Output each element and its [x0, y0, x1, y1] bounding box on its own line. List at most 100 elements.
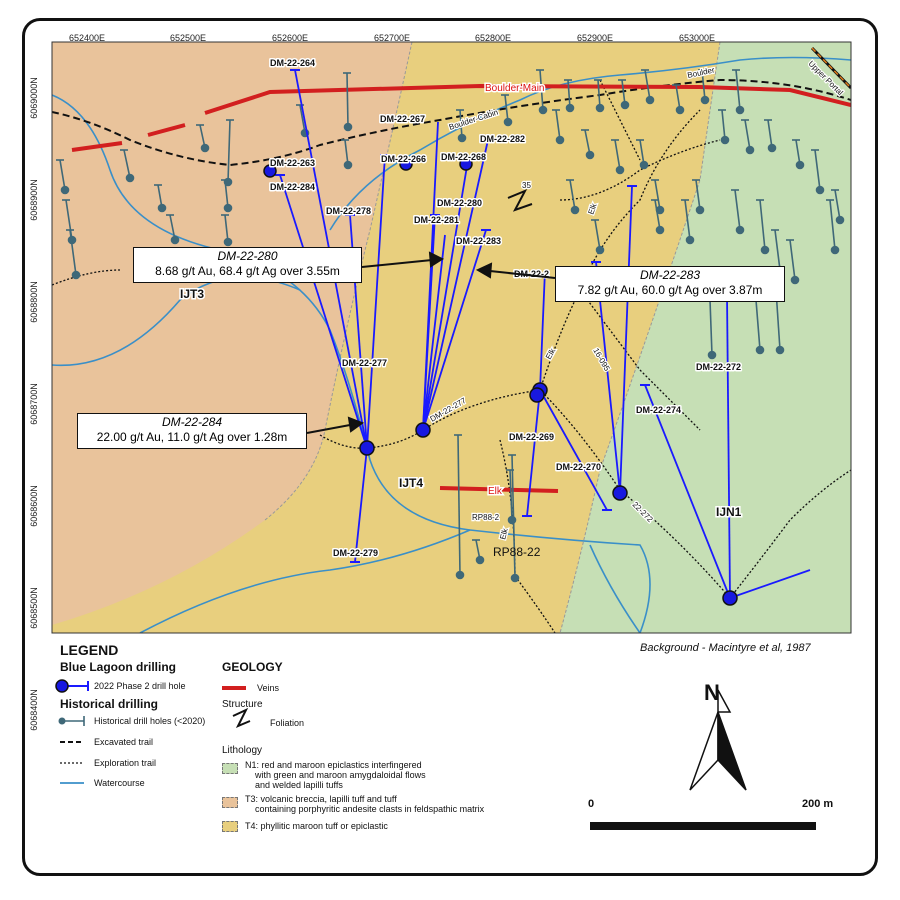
vein-segment	[71, 141, 123, 152]
historical-hole-collar	[570, 205, 580, 215]
historical-hole-collar	[835, 215, 845, 225]
legend-title: LEGEND	[60, 642, 119, 658]
coord-easting: 652700E	[373, 33, 411, 43]
collar-dm22-274	[722, 590, 738, 606]
historical-hole-collar	[795, 160, 805, 170]
historical-hole-collar	[695, 205, 705, 215]
historical-hole-collar	[223, 203, 233, 213]
historical-hole-trace	[346, 72, 349, 128]
unit-label-ijn1: IJN1	[716, 505, 742, 519]
coord-easting: 652600E	[271, 33, 309, 43]
historical-hole-collar	[615, 165, 625, 175]
hole-label: DM-22-274	[636, 405, 681, 415]
historical-hole-collar	[720, 135, 730, 145]
upper-portal-trail-fill	[811, 47, 851, 89]
historical-hole-collar	[767, 143, 777, 153]
vein-boulder-main	[204, 83, 851, 115]
legend-historical: Historical drilling	[60, 697, 159, 711]
historical-hole-trace	[759, 199, 766, 251]
watercourses	[52, 56, 851, 633]
collar-dm22-284	[359, 440, 375, 456]
historical-hole-collar	[595, 245, 605, 255]
callout-title: DM-22-284	[161, 415, 223, 429]
vein-label-boulder-main: Boulder-Main	[485, 83, 544, 94]
unit-t3-area	[52, 42, 412, 625]
historical-hole-trace	[227, 119, 231, 183]
coord-easting: 652400E	[68, 33, 106, 43]
coord-easting: 652500E	[169, 33, 207, 43]
historical-hole-trace	[744, 119, 751, 151]
legend-veins: Veins	[257, 683, 280, 693]
historical-hole-collar	[455, 570, 465, 580]
vein-label-elk: Elk	[488, 486, 503, 497]
historical-hole-collar	[645, 95, 655, 105]
historical-hole-collar	[620, 100, 630, 110]
historical-hole-trace	[224, 214, 229, 243]
historical-hole-collar	[735, 225, 745, 235]
coord-northing: 6068400N	[29, 689, 39, 731]
coord-northing: 6068600N	[29, 485, 39, 527]
historical-hole-trace	[614, 139, 621, 171]
historical-hole-trace	[123, 149, 131, 179]
historical-hole-trace	[69, 229, 77, 276]
historical-hole-collar	[538, 105, 548, 115]
vein-elk	[439, 486, 559, 493]
collar-dm22-272	[612, 485, 628, 501]
historical-hole-collar	[565, 103, 575, 113]
map-border	[51, 41, 852, 634]
hole-label: DM-22-284	[270, 182, 315, 192]
historical-hole-collar	[223, 237, 233, 247]
legend-symbols	[55, 679, 816, 830]
historical-hole-trace	[567, 79, 571, 109]
historical-hole-collar	[170, 235, 180, 245]
map-area: 35	[52, 42, 851, 633]
historical-hole-collar	[830, 245, 840, 255]
historical-hole-trace	[789, 239, 796, 281]
hole-label: DM-22-281	[414, 215, 459, 225]
legend-geology: GEOLOGY	[222, 660, 283, 674]
historical-hole-collar	[343, 122, 353, 132]
collar-dm22-270	[529, 387, 545, 403]
historical-hole-collar	[790, 275, 800, 285]
historical-hole-collar	[510, 573, 520, 583]
historical-hole-trace	[509, 469, 513, 521]
historical-hole-collar	[503, 117, 513, 127]
legend: LEGEND Blue Lagoon drilling 2022 Phase 2…	[52, 633, 851, 855]
historical-hole-trace	[829, 199, 836, 251]
coord-easting: 652900E	[576, 33, 614, 43]
historical-hole-trace	[767, 119, 773, 149]
historical-hole-collar	[639, 160, 649, 170]
historical-hole-trace	[701, 69, 706, 101]
historical-hole-collar	[125, 173, 135, 183]
swatch-t3	[222, 797, 238, 808]
historical-hole-trace	[721, 109, 726, 141]
collar-dm22-277	[415, 422, 431, 438]
callout-title: DM-22-280	[217, 249, 278, 263]
historical-hole-trace	[504, 94, 509, 123]
callout-text: 8.68 g/t Au, 68.4 g/t Ag over 3.55m	[155, 264, 340, 278]
historical-hole-collar	[685, 235, 695, 245]
callout-dm22-283: DM-22-283 7.82 g/t Au, 60.0 g/t Ag over …	[555, 266, 785, 302]
collars-2022	[263, 157, 738, 606]
callout-arrows	[306, 251, 556, 434]
historical-hole-trace	[734, 189, 741, 231]
historical-hole-trace	[735, 69, 741, 111]
historical-hole-trace	[654, 199, 661, 231]
historical-hole-collar	[507, 515, 517, 525]
callout-text: 22.00 g/t Au, 11.0 g/t Ag over 1.28m	[96, 430, 288, 444]
historical-hole-collar	[707, 350, 717, 360]
hole-label: DM-22-282	[480, 134, 525, 144]
collar-dm22-263	[263, 164, 277, 178]
collar-dm22-268	[459, 157, 473, 171]
coord-northing: 6068700N	[29, 383, 39, 425]
hole-label: DM-22-280	[437, 198, 482, 208]
historical-hole-collar	[675, 105, 685, 115]
historical-hole-trace	[569, 179, 576, 211]
hole-label: DM-22-263	[270, 158, 315, 168]
foliation-dip: 35	[522, 181, 531, 190]
historical-hole-trace	[224, 179, 229, 209]
legend-background: Background - Macintyre et al, 1987	[640, 642, 811, 654]
vein-segment	[147, 123, 186, 137]
hole-label: DM-22-270	[556, 462, 601, 472]
